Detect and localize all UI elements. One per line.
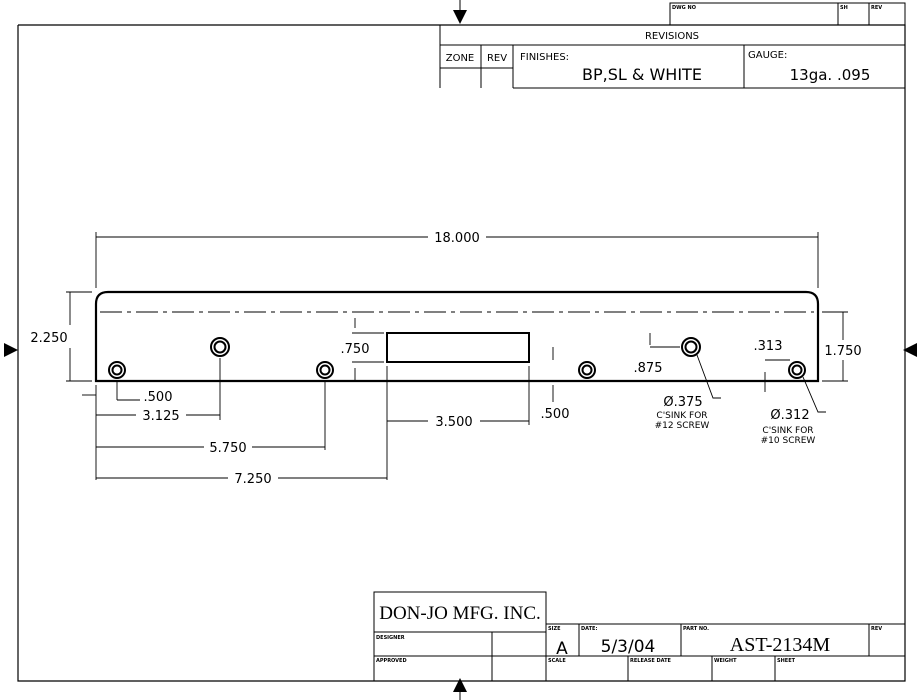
scale-label: SCALE [548,658,566,664]
size-label: SIZE [548,626,561,632]
dimension-lines [66,232,848,480]
callout-note: C'SINK FOR [656,411,707,421]
dim-7250: 7.250 [234,472,271,487]
hole [210,337,230,357]
title-block: DON-JO MFG. INC. DESIGNER APPROVED SIZE … [373,591,905,682]
dim-overall-height: 2.250 [30,331,67,346]
dim-overall-length: 18.000 [434,231,480,246]
revisions-title: REVISIONS [645,31,699,42]
center-marker-bottom [453,678,467,692]
slot [386,332,530,363]
dim-slot-width: 3.500 [435,415,472,430]
dim-5750: 5.750 [209,441,246,456]
part-no-label: PART NO. [683,626,709,632]
callout-note: #12 SCREW [655,421,710,431]
dim-hole-height: 1.750 [824,344,861,359]
dwg-no-label: DWG NO [672,5,696,11]
hole [108,361,126,379]
date-value: 5/3/04 [601,637,656,657]
revisions-table: REVISIONS ZONE REV FINISHES: BP,SL & WHI… [439,25,905,89]
gauge-value: 13ga. .095 [790,66,871,84]
hole [788,361,806,379]
weight-label: WEIGHT [714,658,737,664]
top-block: DWG NO SH REV [669,2,906,26]
designer-label: DESIGNER [376,635,405,641]
company-name: DON-JO MFG. INC. [379,603,541,624]
part-outline [94,290,820,383]
part-no-value: AST-2134M [730,634,831,656]
size-value: A [556,639,568,659]
rev-label: REV [871,626,882,632]
date-label: DATE: [581,626,597,632]
zone-header: ZONE [446,53,475,64]
dim-875: .875 [634,361,663,376]
hole [316,361,334,379]
hole [578,361,596,379]
callout-note: C'SINK FOR [762,426,813,436]
border [17,24,906,682]
release-date-label: RELEASE DATE [630,658,672,664]
gauge-label: GAUGE: [748,50,787,61]
callout-hole-375: Ø.375 [663,395,702,410]
hole [681,337,701,357]
dim-313: .313 [754,339,783,354]
callout-hole-312: Ø.312 [770,408,809,423]
rev-label: REV [871,5,882,11]
finishes-label: FINISHES: [520,52,569,63]
center-marker-top [453,10,467,24]
approved-label: APPROVED [376,658,407,664]
dim-slot-height: .750 [341,342,370,357]
finishes-value: BP,SL & WHITE [582,65,702,84]
rev-header: REV [487,53,507,64]
center-marker-left [4,343,18,357]
callout-note: #10 SCREW [761,436,816,446]
sh-label: SH [840,5,848,11]
sheet-label: SHEET [777,658,796,664]
center-marker-right [903,343,917,357]
dim-hole-offset: .500 [144,390,173,405]
dim-slot-offset: .500 [541,407,570,422]
dim-3125: 3.125 [142,409,179,424]
